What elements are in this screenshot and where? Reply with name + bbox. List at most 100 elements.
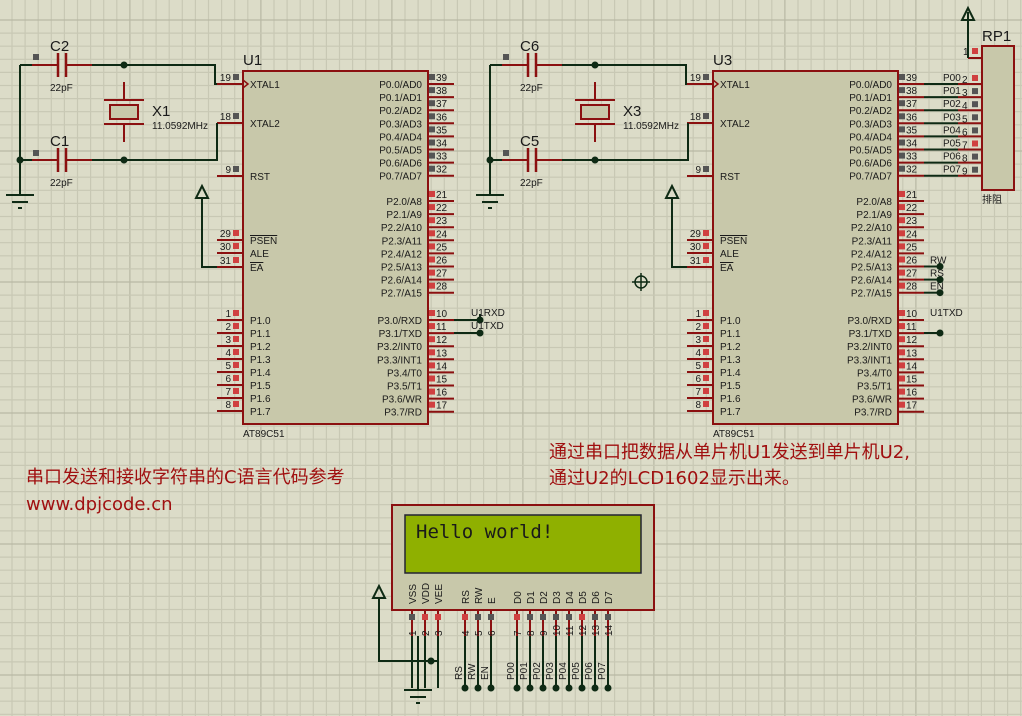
pin-marker	[703, 310, 709, 316]
net-label-rp: P05	[943, 139, 961, 150]
pin-number: 14	[436, 361, 448, 372]
pin-number: 29	[220, 229, 232, 240]
wire	[92, 64, 217, 85]
pin-marker	[233, 243, 239, 249]
pin-marker	[703, 166, 709, 172]
pin-number: 6	[695, 374, 701, 385]
lcd-pin-name: VEE	[434, 584, 445, 604]
clock-pin-marker	[712, 78, 720, 90]
pin-number: 23	[906, 216, 918, 227]
rp-pin-number: 3	[962, 88, 968, 99]
lcd-net-label: P00	[506, 662, 517, 680]
pin-number: 35	[436, 125, 448, 136]
pin-marker	[527, 614, 533, 620]
pin-marker	[899, 152, 905, 159]
wire	[201, 198, 217, 268]
pin-number: 6	[225, 374, 231, 385]
pin-name: P2.4/A12	[381, 249, 423, 260]
lcd-pin-number: 2	[421, 630, 432, 636]
pin-name: P1.4	[720, 368, 741, 379]
pin-name: P0.4/AD4	[849, 132, 892, 143]
pin-number: 3	[695, 335, 701, 346]
lcd-pin-number: 6	[487, 630, 498, 636]
pin-marker	[429, 256, 435, 263]
pin-name: P3.3/INT1	[377, 355, 422, 366]
pin-name: PSEN	[250, 236, 277, 247]
pin-number: 34	[906, 139, 918, 150]
net-label-rp: P06	[943, 152, 961, 163]
pin-name: P0.0/AD0	[379, 80, 422, 91]
pin-marker	[899, 74, 905, 80]
pin-number: 21	[906, 190, 918, 201]
pin-number: 37	[906, 99, 918, 110]
rp-part: 排阻	[982, 193, 1002, 206]
pin-marker	[899, 191, 905, 197]
wire	[562, 64, 687, 85]
lcd-pin-number: 7	[513, 630, 524, 636]
pin-marker	[592, 614, 598, 620]
pin-marker	[972, 140, 978, 147]
pin-number: 19	[690, 73, 702, 84]
pin-number: 18	[690, 112, 702, 123]
pin-number: 4	[225, 348, 231, 359]
lcd-1602[interactable]: Hello world!VSS1VDD2VEE3RS4RW5E6D07D18D2…	[391, 504, 655, 636]
pin-marker	[703, 74, 709, 80]
pin-number: 16	[906, 388, 918, 399]
pin-marker	[429, 165, 435, 172]
pin-marker	[703, 336, 709, 342]
lcd-pin-number: 14	[604, 624, 615, 636]
pin-marker	[233, 375, 239, 381]
lcd-pin-number: 12	[578, 624, 589, 636]
pin-number: 15	[906, 375, 918, 386]
pin-name: P1.2	[720, 342, 741, 353]
capacitor-value: 22pF	[50, 83, 73, 94]
note-right-line1: 通过串口把数据从单片机U1发送到单片机U2,	[549, 442, 910, 463]
pin-name: P1.5	[720, 381, 741, 392]
pin-number: 3	[225, 335, 231, 346]
chip-body	[712, 70, 899, 425]
pin-name: P0.0/AD0	[849, 80, 892, 91]
capacitor-value: 22pF	[520, 83, 543, 94]
pin-name: P2.1/A9	[856, 210, 892, 221]
pin-marker	[899, 336, 905, 343]
junction-dot	[539, 684, 547, 692]
pin-marker	[429, 217, 435, 224]
pin-name: P0.5/AD5	[849, 146, 892, 157]
pin-number: 26	[436, 256, 448, 267]
pin-marker	[899, 165, 905, 172]
pin-name: P1.2	[250, 342, 271, 353]
pin-name: P2.3/A11	[382, 236, 423, 247]
junction-dot	[16, 156, 24, 164]
pin-name: PSEN	[720, 236, 747, 247]
power-terminal	[194, 183, 210, 199]
lcd-pin-number: 3	[434, 630, 445, 636]
pin-marker	[899, 126, 905, 133]
pin-marker	[233, 323, 239, 329]
pin-marker	[972, 166, 978, 173]
junction-dot	[487, 684, 495, 692]
pin-marker	[233, 349, 239, 355]
pin-number: 17	[436, 401, 448, 412]
lcd-net-label: P01	[519, 662, 530, 680]
pin-marker	[899, 282, 905, 289]
pin-number: 8	[225, 400, 231, 411]
rp-pin-number: 8	[962, 154, 968, 165]
pin-name: P0.5/AD5	[379, 146, 422, 157]
pin-marker	[540, 614, 546, 620]
lcd-net-label: P03	[545, 662, 556, 680]
pin-marker	[429, 100, 435, 107]
net-label-rp: P02	[943, 99, 961, 110]
power-terminal	[371, 583, 387, 599]
pin-marker	[703, 257, 709, 263]
mcu-u3[interactable]: U3AT89C5119XTAL118XTAL29RST29PSEN30ALE31…	[687, 52, 924, 440]
pin-name: P2.0/A8	[386, 197, 422, 208]
mcu-u1[interactable]: U1AT89C5119XTAL118XTAL29RST29PSEN30ALE31…	[217, 52, 454, 440]
